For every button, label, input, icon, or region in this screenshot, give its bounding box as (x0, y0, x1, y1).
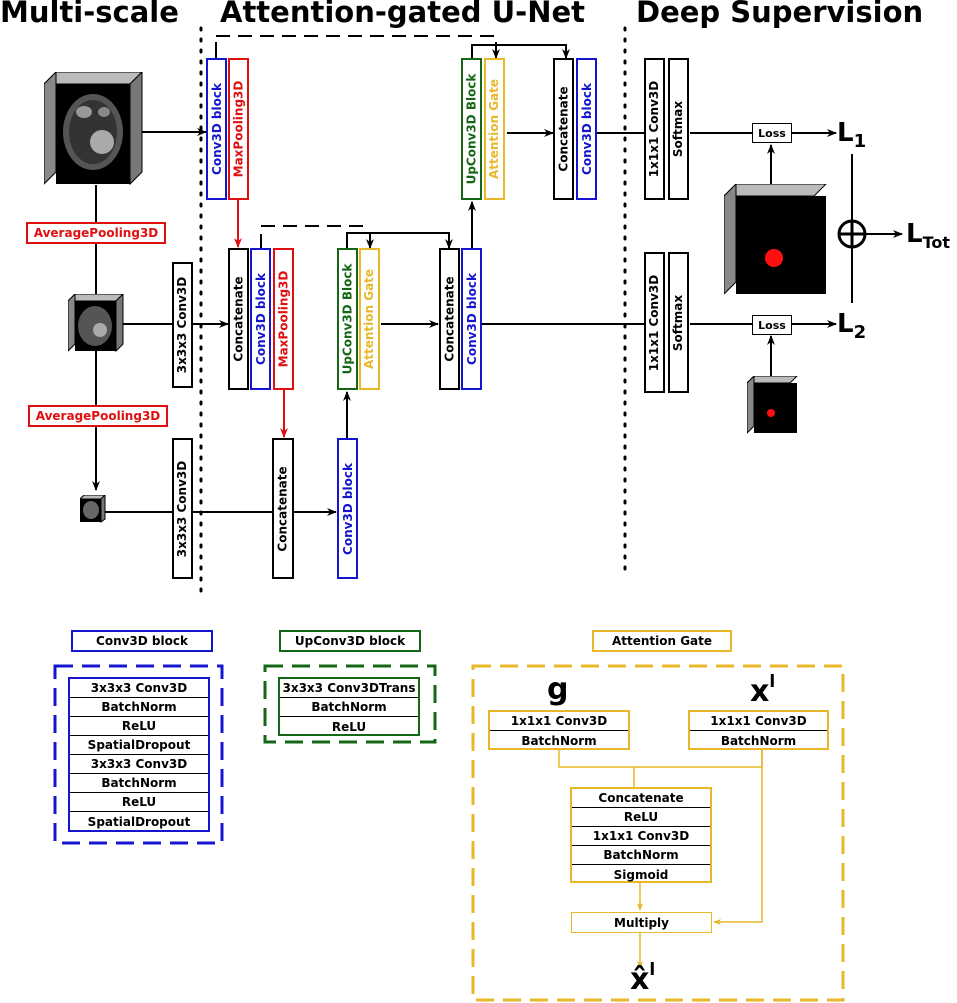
legend-conv3d-stack: 3x3x3 Conv3D BatchNorm ReLU SpatialDropo… (68, 677, 210, 832)
segmentation-small (747, 376, 798, 434)
attention-mid-row: 1x1x1 Conv3D (572, 827, 710, 846)
header-deep-supervision: Deep Supervision (636, 0, 924, 29)
legend-upconv3d-row: 3x3x3 Conv3DTrans (280, 679, 418, 698)
loss-l2-label: L2 (837, 309, 867, 344)
attention-g-label: g (547, 672, 569, 707)
attention-gate-l2: Attention Gate (359, 248, 380, 390)
attention-x-row: 1x1x1 Conv3D (690, 712, 827, 731)
attention-mid-row: Sigmoid (613, 867, 669, 882)
loss-total-label: LTot (906, 219, 951, 253)
attention-mid-row: Concatenate (572, 789, 710, 808)
concatenate-l2-enc: Concatenate (228, 248, 249, 390)
attention-g-stack: 1x1x1 Conv3D BatchNorm (488, 710, 630, 750)
maxpool-l2: MaxPooling3D (273, 248, 294, 390)
legend-conv3d-row: ReLU (70, 717, 208, 736)
loss-box-1: Loss (752, 123, 792, 143)
avgpool-box-1: AveragePooling3D (26, 222, 166, 244)
attention-xhat-label: x̂l (630, 960, 656, 997)
concatenate-l2-dec: Concatenate (439, 248, 460, 390)
legend-upconv3d-title: UpConv3D block (279, 630, 421, 652)
input-conv-level2: 3x3x3 Conv3D (172, 262, 193, 388)
upconv3d-block-l1: UpConv3D Block (461, 58, 482, 200)
maxpool-l1: MaxPooling3D (228, 58, 249, 200)
header-unet: Attention-gated U-Net (220, 0, 585, 29)
attention-multiply-box: Multiply (571, 912, 712, 933)
legend-conv3d-title: Conv3D block (71, 630, 213, 652)
conv3d-block-l1-enc: Conv3D block (206, 58, 227, 200)
conv3d-block-l1-dec: Conv3D block (576, 58, 597, 200)
ds-softmax-l1: Softmax (668, 58, 689, 200)
segmentation-large (724, 184, 827, 295)
concatenate-l3: Concatenate (272, 438, 294, 579)
legend-upconv-frame (263, 664, 437, 744)
legend-conv3d-row: 3x3x3 Conv3D (70, 755, 208, 774)
input-conv-level3: 3x3x3 Conv3D (172, 438, 193, 579)
conv3d-block-l3: Conv3D block (337, 438, 358, 579)
loss-l1-label: L1 (837, 118, 867, 153)
legend-upconv3d-stack: 3x3x3 Conv3DTrans BatchNorm ReLU (278, 677, 420, 736)
legend-upconv3d-row: BatchNorm (280, 698, 418, 717)
legend-attention-title: Attention Gate (592, 630, 732, 652)
legend-conv3d-row: SpatialDropout (87, 814, 191, 829)
legend-conv-frame (53, 664, 224, 845)
conv3d-block-l2-dec: Conv3D block (461, 248, 482, 390)
legend-conv3d-row: BatchNorm (70, 698, 208, 717)
attention-x-label: xl (750, 672, 776, 709)
avgpool-box-2: AveragePooling3D (28, 405, 168, 427)
ds-conv1x1-l2: 1x1x1 Conv3D (644, 252, 665, 393)
legend-conv3d-row: ReLU (70, 793, 208, 812)
attention-mid-stack: Concatenate ReLU 1x1x1 Conv3D BatchNorm … (570, 787, 712, 883)
legend-conv3d-row: BatchNorm (70, 774, 208, 793)
legend-upconv3d-row: ReLU (331, 719, 367, 734)
attention-mid-row: BatchNorm (572, 846, 710, 865)
ds-softmax-l2: Softmax (668, 252, 689, 393)
legend-conv3d-row: SpatialDropout (70, 736, 208, 755)
attention-gate-l1: Attention Gate (484, 58, 505, 200)
ds-conv1x1-l1: 1x1x1 Conv3D (644, 58, 665, 200)
legend-conv3d-row: 3x3x3 Conv3D (70, 679, 208, 698)
attention-g-row: BatchNorm (521, 733, 597, 748)
mri-input-large (44, 72, 143, 186)
attention-mid-row: ReLU (572, 808, 710, 827)
loss-box-2: Loss (752, 315, 792, 335)
attention-x-row: BatchNorm (720, 733, 797, 748)
upconv3d-block-l2: UpConv3D Block (337, 248, 358, 390)
mri-input-medium (68, 294, 124, 352)
mri-input-small (80, 495, 106, 523)
attention-g-row: 1x1x1 Conv3D (490, 712, 628, 731)
attention-x-stack: 1x1x1 Conv3D BatchNorm (688, 710, 829, 750)
header-multiscale: Multi-scale (0, 0, 179, 29)
concatenate-l1-dec: Concatenate (553, 58, 574, 200)
conv3d-block-l2-enc: Conv3D block (250, 248, 271, 390)
